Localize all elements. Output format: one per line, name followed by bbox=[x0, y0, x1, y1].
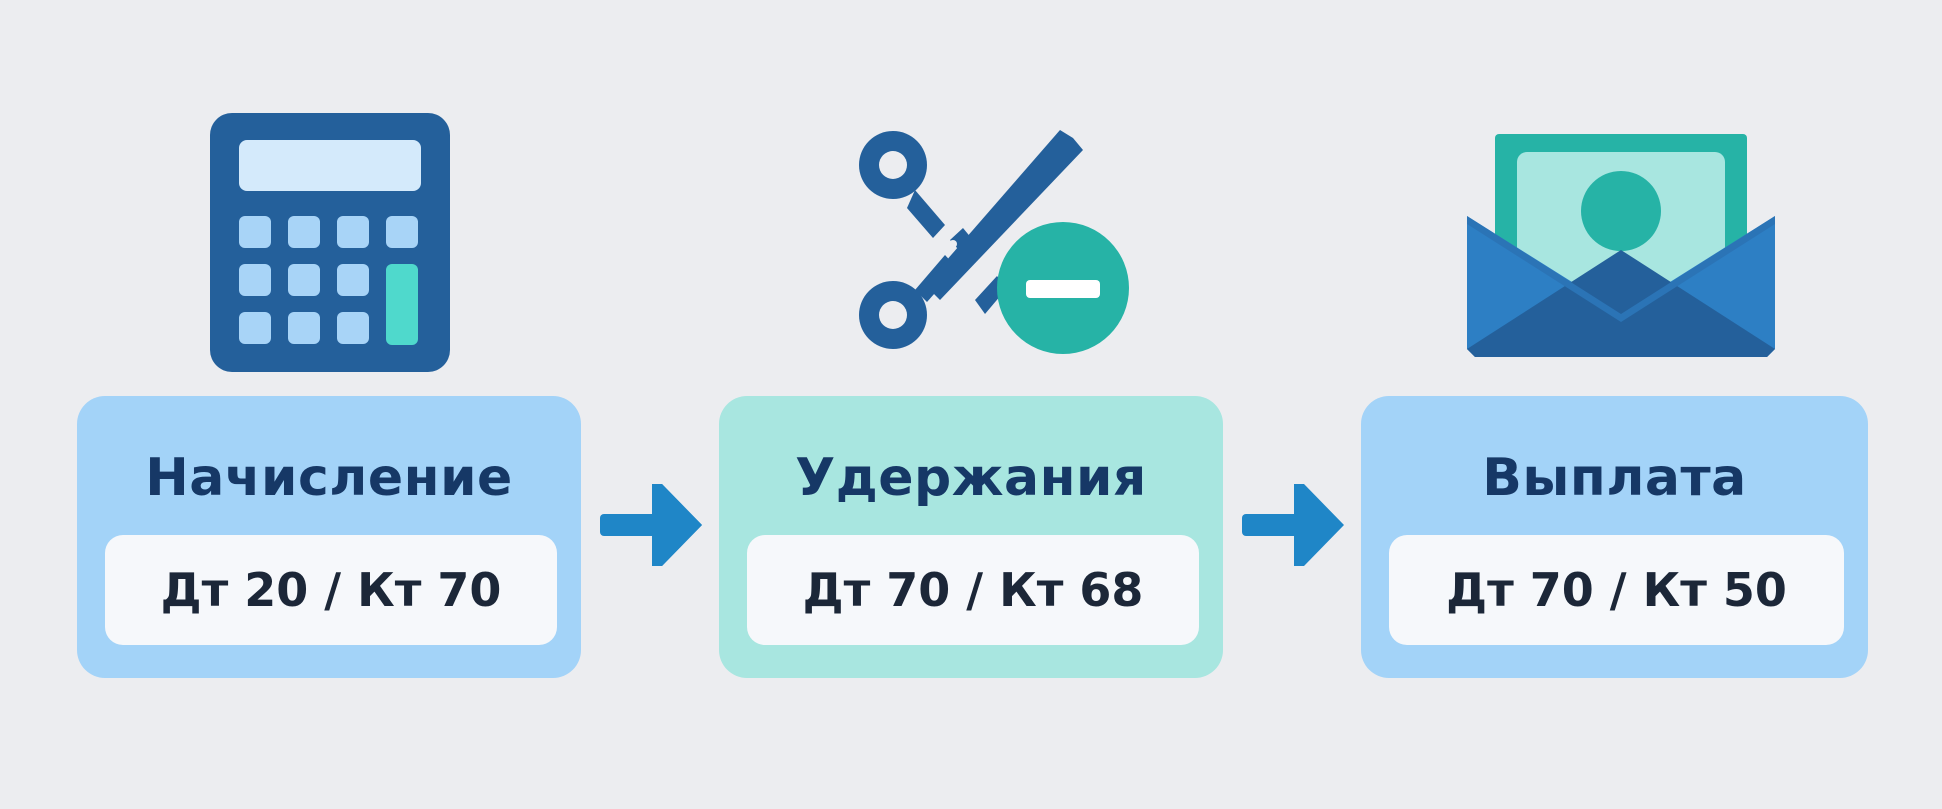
step-payout-card: Выплата Дт 70 / Кт 50 bbox=[1361, 396, 1868, 678]
step-deductions-card: Удержания Дт 70 / Кт 68 bbox=[719, 396, 1223, 678]
arrow-right-icon bbox=[600, 480, 704, 570]
step-payout-title: Выплата bbox=[1482, 448, 1747, 508]
scissors-minus-icon bbox=[845, 120, 1130, 360]
step-payout-entry: Дт 70 / Кт 50 bbox=[1446, 563, 1787, 617]
calculator-icon bbox=[210, 113, 450, 372]
step-accrual-title: Начисление bbox=[145, 448, 513, 508]
step-accrual-entry: Дт 20 / Кт 70 bbox=[160, 563, 502, 617]
step-deductions-title: Удержания bbox=[795, 448, 1147, 508]
step-deductions-entry: Дт 70 / Кт 68 bbox=[802, 563, 1144, 617]
step-accrual-entry-box: Дт 20 / Кт 70 bbox=[105, 535, 557, 645]
step-payout-entry-box: Дт 70 / Кт 50 bbox=[1389, 535, 1844, 645]
step-accrual-card: Начисление Дт 20 / Кт 70 bbox=[77, 396, 581, 678]
step-deductions-entry-box: Дт 70 / Кт 68 bbox=[747, 535, 1199, 645]
money-envelope-icon bbox=[1467, 134, 1775, 357]
arrow-right-icon bbox=[1242, 480, 1346, 570]
